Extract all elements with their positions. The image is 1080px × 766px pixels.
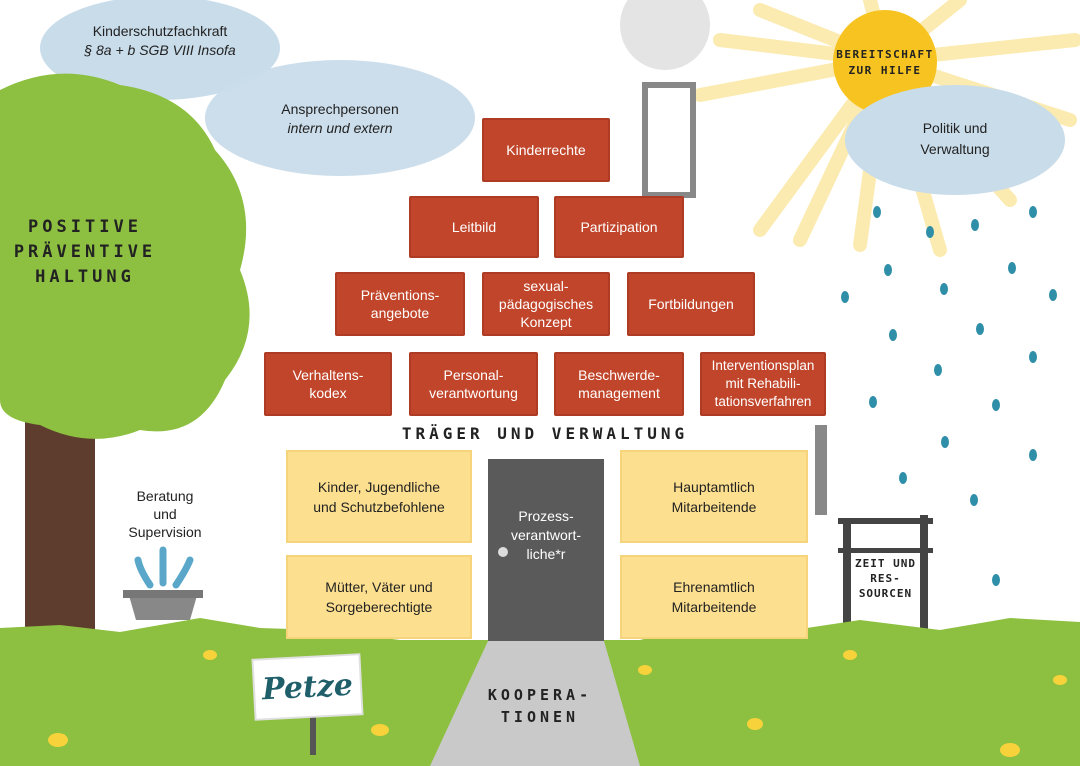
- flowers: [48, 650, 1067, 757]
- kooperation-path: [430, 641, 640, 766]
- cloud-kinderschutz: [40, 0, 280, 100]
- tree-trunk: [25, 400, 95, 640]
- kooperation-line1: KOOPERA-: [487, 686, 593, 704]
- petze-logo-sign: Petze: [253, 655, 362, 719]
- tree-label: POSITIVE PRÄVENTIVE HALTUNG: [5, 215, 165, 290]
- block-kinder-jugendliche: Kinder, Jugendliche und Schutzbefohlene: [286, 450, 472, 543]
- beratung-line1: Beratung: [136, 488, 194, 504]
- rain-drops: [841, 206, 1057, 586]
- brick-personalverantwortung: Personal- verantwortung: [409, 352, 538, 416]
- sign-line1: ZEIT UND: [855, 557, 916, 570]
- chimney-smoke: [620, 0, 710, 70]
- kooperation-line2: TIONEN: [500, 708, 580, 726]
- brick-beschwerdemanagement: Beschwerde- management: [554, 352, 684, 416]
- block-muetter-vaeter: Mütter, Väter und Sorgeberechtigte: [286, 555, 472, 639]
- politik-line1: Politik und: [922, 120, 988, 136]
- sign-line3: SOURCEN: [858, 587, 913, 600]
- tree-crown: [0, 73, 250, 439]
- tree-label-line1: POSITIVE: [28, 217, 142, 237]
- brick-sexualpaedagogisches-konzept: sexual- pädagogisches Konzept: [482, 272, 610, 336]
- beratung-line3: Supervision: [128, 524, 202, 540]
- kinderschutz-title: Kinderschutzfachkraft: [92, 23, 228, 39]
- fountain: [123, 546, 203, 620]
- brick-kinderrechte: Kinderrechte: [482, 118, 610, 182]
- cloud-politik-label: Politik und Verwaltung: [880, 118, 1030, 160]
- sun: [833, 10, 937, 114]
- brick-interventionsplan: Interventionsplan mit Rehabili- tationsv…: [700, 352, 826, 416]
- sign-line2: RES-: [870, 572, 901, 585]
- house-right-post: [815, 425, 827, 515]
- chimney: [642, 82, 696, 198]
- cloud-politik: [845, 85, 1065, 195]
- beratung-label: Beratung und Supervision: [110, 487, 220, 541]
- house-label: TRÄGER UND VERWALTUNG: [401, 424, 689, 443]
- beratung-line2: und: [153, 506, 177, 522]
- brick-partizipation: Partizipation: [554, 196, 684, 258]
- cloud-ansprech-label: Ansprechpersonen intern und extern: [240, 100, 440, 138]
- brick-verhaltenskodex: Verhaltens- kodex: [264, 352, 392, 416]
- kinderschutz-law: § 8a + b SGB VIII Insofa: [84, 42, 236, 58]
- cloud-ansprech: [205, 60, 475, 176]
- brick-leitbild: Leitbild: [409, 196, 539, 258]
- cloud-kinderschutz-label: Kinderschutzfachkraft § 8a + b SGB VIII …: [60, 22, 260, 60]
- sign-frame: [838, 515, 933, 630]
- brick-fortbildungen: Fortbildungen: [627, 272, 755, 336]
- brick-praeventionsangebote: Präventions- angebote: [335, 272, 465, 336]
- block-hauptamtlich: Hauptamtlich Mitarbeitende: [620, 450, 808, 543]
- block-ehrenamtlich: Ehrenamtlich Mitarbeitende: [620, 555, 808, 639]
- kooperation-label: KOOPERA- TIONEN: [455, 684, 625, 728]
- petze-sign-post: [310, 710, 316, 755]
- tree-label-line2: PRÄVENTIVE: [13, 242, 157, 262]
- sun-label-line1: BEREITSCHAFT: [836, 48, 934, 61]
- sun-label-line2: ZUR HILFE: [848, 64, 922, 77]
- door: Prozess- verantwort- liche*r: [488, 459, 604, 641]
- sun-label: BEREITSCHAFT ZUR HILFE: [825, 47, 945, 79]
- ansprech-subtitle: intern und extern: [287, 120, 393, 136]
- door-label: Prozess- verantwort- liche*r: [510, 508, 582, 562]
- ansprech-title: Ansprechpersonen: [281, 101, 399, 117]
- tree-label-line3: HALTUNG: [35, 267, 135, 287]
- door-knob: [498, 547, 508, 557]
- petze-logo: Petze: [261, 667, 354, 707]
- ressourcen-sign-label: ZEIT UND RES- SOURCEN: [851, 556, 920, 601]
- politik-line2: Verwaltung: [920, 141, 990, 157]
